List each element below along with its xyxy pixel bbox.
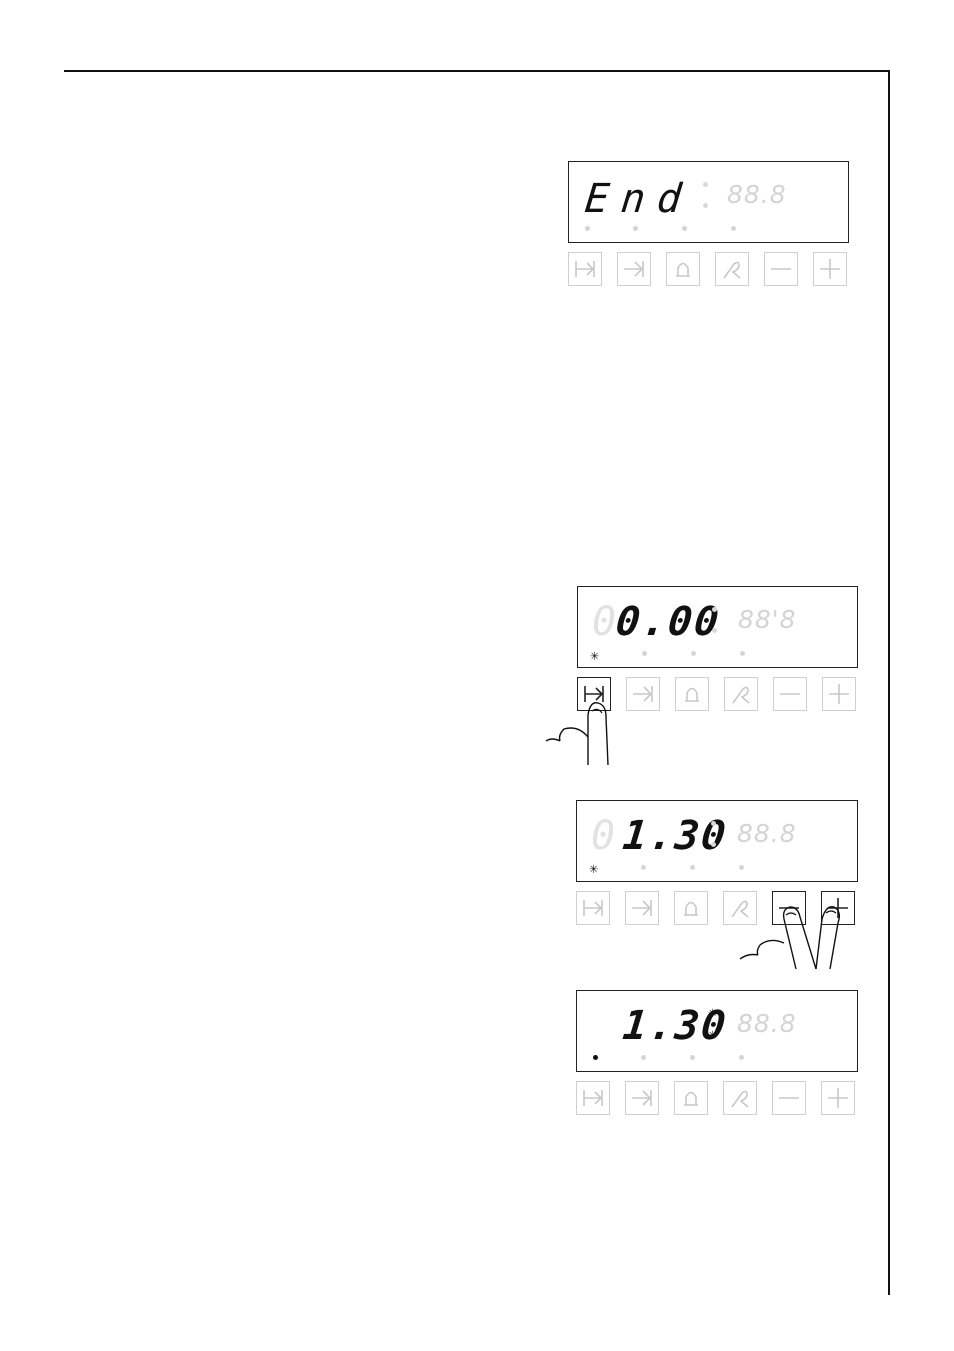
- end-time-button[interactable]: [576, 891, 610, 925]
- control-panel-end: End 88.8: [568, 161, 858, 321]
- active-indicator-icon: ✳: [589, 861, 598, 876]
- end-time-icon: [580, 1085, 606, 1111]
- indicator-dot: [682, 226, 687, 231]
- indicator-dot: [641, 865, 646, 870]
- minus-button[interactable]: [764, 252, 798, 286]
- colon-blink-bottom-icon: ✳: [708, 1027, 717, 1042]
- bell-icon: [670, 256, 696, 282]
- minus-icon: [776, 895, 802, 921]
- end-time-icon: [580, 895, 606, 921]
- temperature-readout: 88.8: [737, 819, 797, 848]
- indicator-dot: [691, 651, 696, 656]
- end-time-button[interactable]: [576, 1081, 610, 1115]
- duration-icon: [629, 895, 655, 921]
- indicator-dot: [633, 226, 638, 231]
- display-main-text: 1.30: [621, 813, 730, 859]
- function-icon: [719, 256, 745, 282]
- bell-icon: [679, 681, 705, 707]
- duration-button[interactable]: [625, 891, 659, 925]
- temperature-readout: 88.8: [727, 180, 787, 209]
- bell-button[interactable]: [674, 1081, 708, 1115]
- plus-button[interactable]: [821, 1081, 855, 1115]
- function-button[interactable]: [723, 891, 757, 925]
- duration-button[interactable]: [625, 1081, 659, 1115]
- display-lead-digit: 0: [591, 813, 615, 859]
- plus-icon: [825, 895, 851, 921]
- colon-dot-bottom: [712, 628, 717, 633]
- top-rule: [64, 70, 890, 72]
- display-main-text: 0.00: [614, 599, 723, 645]
- lcd-display: 1.30 ✳ ✳ 88.8: [576, 990, 858, 1072]
- colon-dot-top: [711, 821, 716, 826]
- minus-button[interactable]: [772, 1081, 806, 1115]
- indicator-dot: [739, 1055, 744, 1060]
- end-time-button[interactable]: [577, 677, 611, 711]
- bell-button[interactable]: [675, 677, 709, 711]
- temperature-readout: 88'8: [738, 605, 797, 634]
- button-row: [576, 891, 866, 927]
- indicator-dot: [642, 651, 647, 656]
- indicator-dot: [690, 865, 695, 870]
- active-indicator-icon: ✳: [590, 648, 599, 663]
- indicator-dot: [585, 226, 590, 231]
- button-row: [576, 1081, 866, 1117]
- control-panel-set: 0 1.30 88.8 ✳: [576, 800, 866, 960]
- indicator-dot: [690, 1055, 695, 1060]
- end-time-icon: [572, 256, 598, 282]
- plus-icon: [825, 1085, 851, 1111]
- button-row: [577, 677, 867, 713]
- indicator-dot: [641, 1055, 646, 1060]
- control-panel-confirmed: 1.30 ✳ ✳ 88.8: [576, 990, 866, 1150]
- function-icon: [727, 895, 753, 921]
- lcd-display: End 88.8: [568, 161, 849, 243]
- bell-icon: [678, 1085, 704, 1111]
- indicator-dot: [739, 865, 744, 870]
- colon-dot-top: [712, 607, 717, 612]
- function-button[interactable]: [715, 252, 749, 286]
- plus-button[interactable]: [813, 252, 847, 286]
- bell-icon: [678, 895, 704, 921]
- colon-blink-top-icon: ✳: [708, 1005, 717, 1020]
- function-icon: [728, 681, 754, 707]
- display-lead-digit: 0: [592, 599, 616, 645]
- lcd-display: 0 0.00 88'8 ✳: [577, 586, 858, 668]
- end-time-button[interactable]: [568, 252, 602, 286]
- duration-icon: [629, 1085, 655, 1111]
- duration-button[interactable]: [617, 252, 651, 286]
- minus-icon: [777, 681, 803, 707]
- side-rule: [888, 70, 890, 1295]
- button-row: [568, 252, 858, 288]
- minus-button[interactable]: [772, 891, 806, 925]
- function-button[interactable]: [724, 677, 758, 711]
- indicator-dot-active: [593, 1055, 598, 1060]
- bell-button[interactable]: [666, 252, 700, 286]
- plus-icon: [817, 256, 843, 282]
- function-icon: [727, 1085, 753, 1111]
- plus-button[interactable]: [821, 891, 855, 925]
- plus-button[interactable]: [822, 677, 856, 711]
- display-main-text: End: [583, 176, 696, 222]
- end-time-icon: [581, 681, 607, 707]
- lcd-display: 0 1.30 88.8 ✳: [576, 800, 858, 882]
- colon-dot-bottom: [711, 842, 716, 847]
- duration-icon: [621, 256, 647, 282]
- indicator-dot: [731, 226, 736, 231]
- control-panel-zero: 0 0.00 88'8 ✳: [577, 586, 867, 746]
- minus-icon: [776, 1085, 802, 1111]
- bell-button[interactable]: [674, 891, 708, 925]
- minus-button[interactable]: [773, 677, 807, 711]
- indicator-dot: [740, 651, 745, 656]
- colon-dot-top: [703, 182, 708, 187]
- temperature-readout: 88.8: [737, 1009, 797, 1038]
- duration-icon: [630, 681, 656, 707]
- minus-icon: [768, 256, 794, 282]
- plus-icon: [826, 681, 852, 707]
- duration-button[interactable]: [626, 677, 660, 711]
- function-button[interactable]: [723, 1081, 757, 1115]
- colon-dot-bottom: [703, 203, 708, 208]
